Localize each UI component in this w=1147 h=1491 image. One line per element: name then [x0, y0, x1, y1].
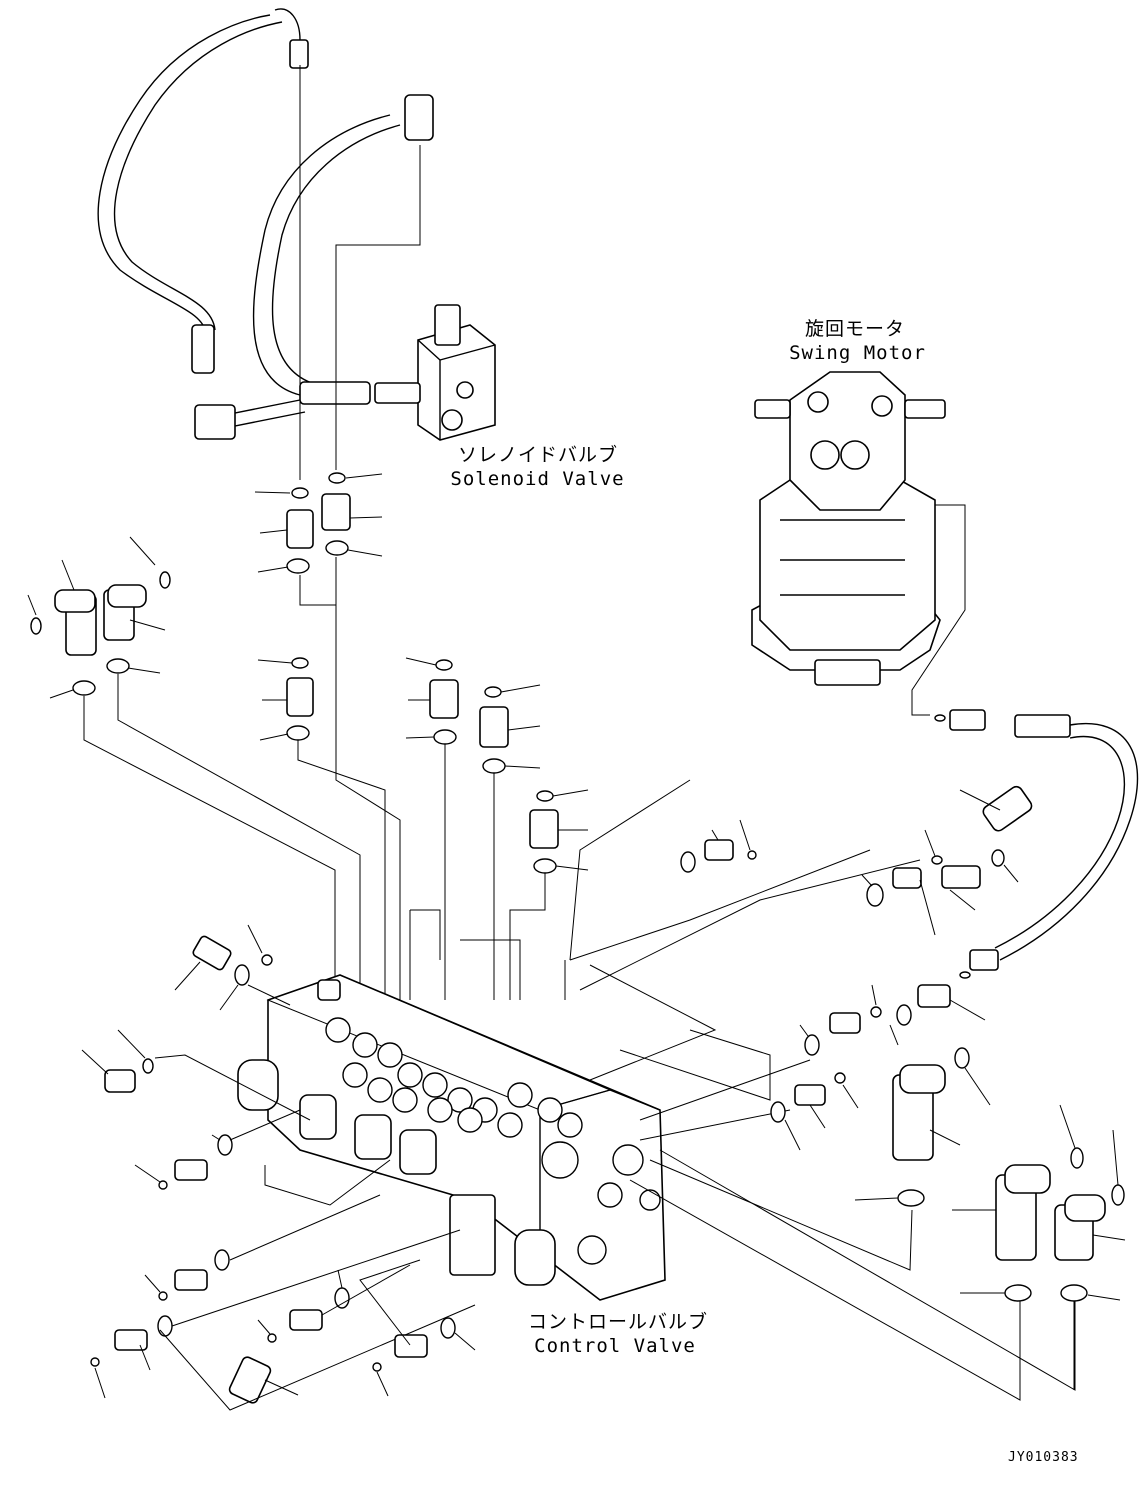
solenoid-valve-label-en: Solenoid Valve — [450, 468, 625, 490]
solenoid-valve-label-jp: ソレノイドバルブ — [457, 444, 618, 466]
swing-motor-label-jp: 旋回モータ — [804, 318, 905, 340]
swing-motor-hose — [934, 709, 1139, 979]
solenoid-fittings — [254, 472, 383, 606]
left-lower-fittings — [81, 924, 476, 1411]
right-fittings — [680, 785, 1126, 1400]
swing-motor — [751, 371, 946, 686]
control-valve — [237, 974, 666, 1301]
upper-hose-right — [194, 94, 434, 440]
upper-hose-left — [97, 8, 309, 374]
left-elbow-fittings — [27, 536, 361, 1000]
control-valve-label-en: Control Valve — [534, 1335, 696, 1357]
middle-fittings — [257, 657, 589, 1000]
drawing-code: JY010383 — [1008, 1450, 1079, 1465]
solenoid-valve — [374, 304, 496, 441]
control-valve-label-jp: コントロールバルブ — [528, 1311, 709, 1333]
swing-motor-label-en: Swing Motor — [789, 342, 926, 364]
